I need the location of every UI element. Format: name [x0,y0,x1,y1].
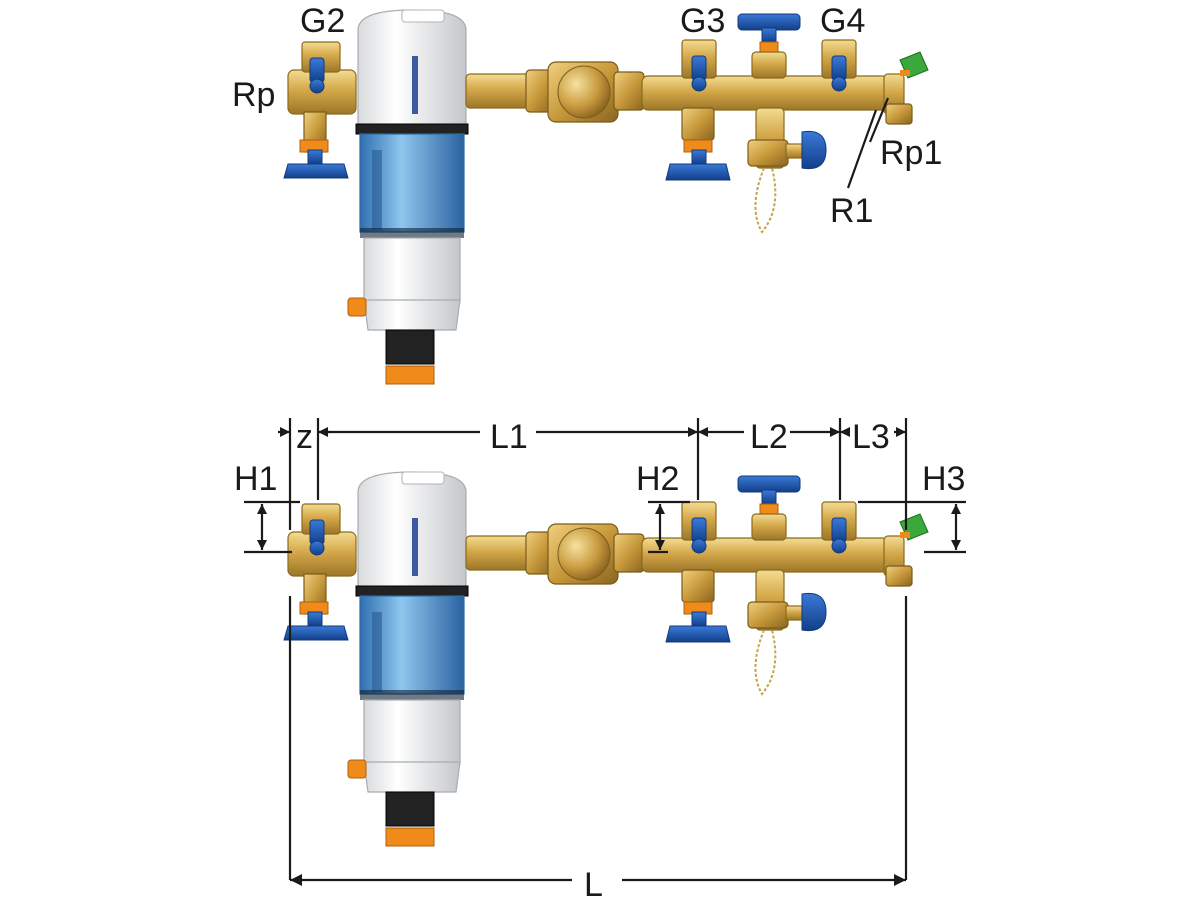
label-h3: H3 [922,460,965,498]
horizontal-dimension-chain [278,427,906,437]
label-l2: L2 [750,418,788,456]
label-h2: H2 [636,460,679,498]
r1-leader-line [846,109,878,189]
label-g3: G3 [680,2,725,40]
label-l: L [584,866,603,900]
label-l3: L3 [852,418,890,456]
label-r1: R1 [830,192,873,230]
label-rp: Rp [232,76,275,114]
height-dimensions [244,500,966,554]
overall-length-dimension [290,874,906,886]
rp1-leader-line [868,97,890,143]
label-z: z [296,418,313,456]
label-g4: G4 [820,2,865,40]
label-g2: G2 [300,2,345,40]
label-rp1: Rp1 [880,134,942,172]
bottom-assembly [283,471,929,847]
label-h1: H1 [234,460,277,498]
label-l1: L1 [490,418,528,456]
